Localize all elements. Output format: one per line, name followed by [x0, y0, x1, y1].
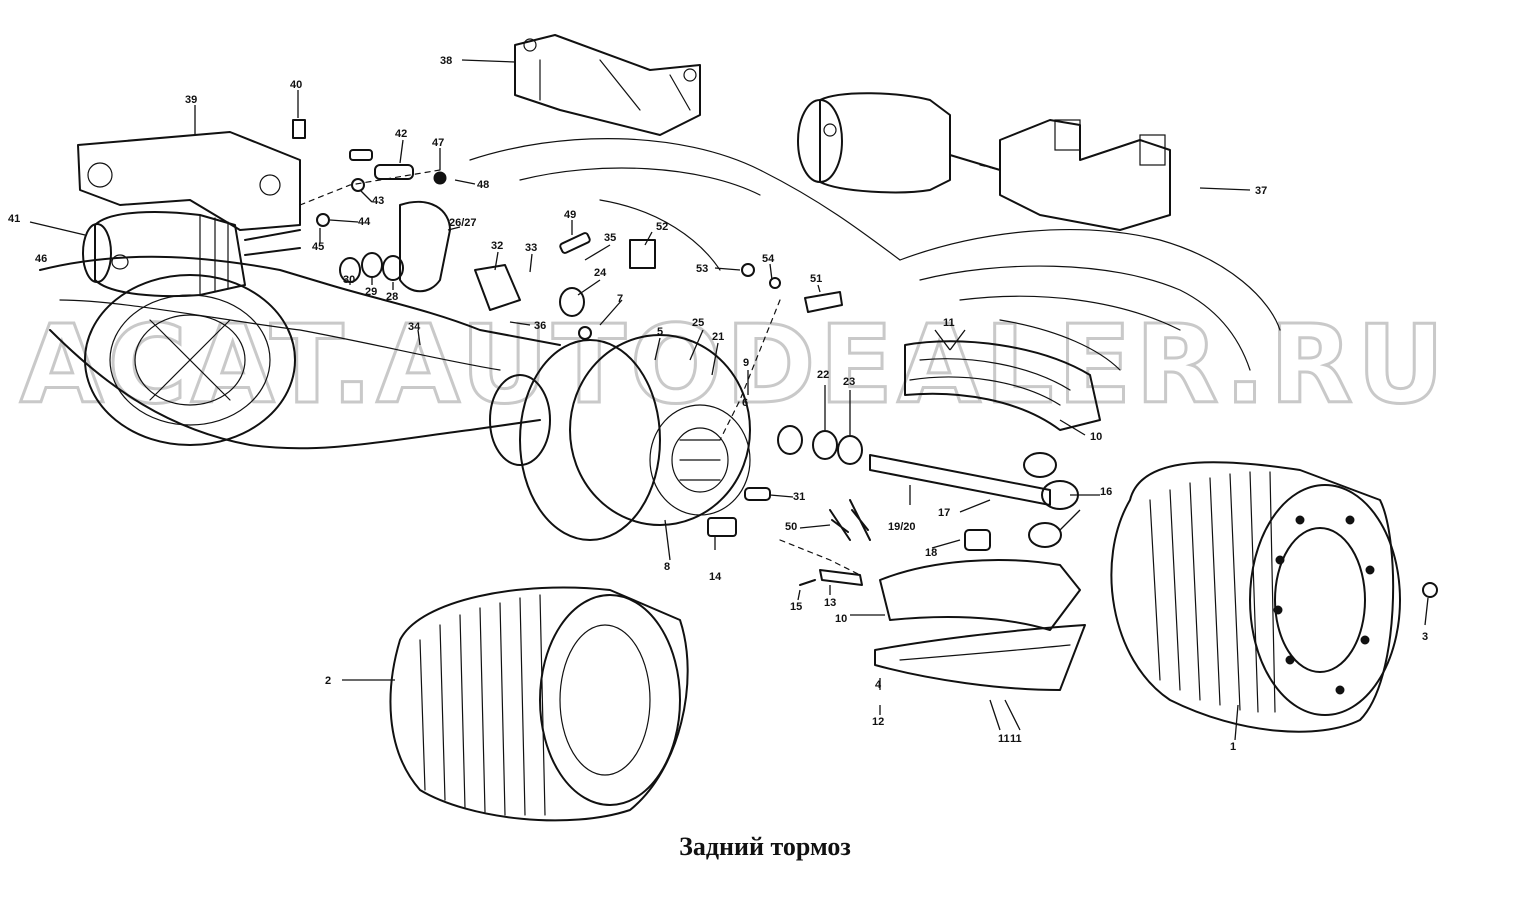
callout-44: 44 [358, 216, 371, 228]
axle-housing [39, 138, 1281, 450]
brake-drum-left [389, 586, 689, 822]
brake-chamber-right [797, 92, 1001, 194]
callout-6: 6 [742, 397, 748, 409]
callout-31: 31 [793, 491, 805, 503]
callout-14: 14 [709, 571, 722, 583]
callout-5: 5 [657, 326, 663, 338]
mounting-bracket-38 [514, 34, 701, 136]
callout-22: 22 [817, 369, 829, 381]
callout-33: 33 [525, 242, 537, 254]
callout-45: 45 [312, 241, 324, 253]
callout-4: 4 [875, 679, 882, 691]
mounting-bracket-37 [999, 119, 1171, 231]
callout-10b: 10 [835, 613, 847, 625]
callout-30: 30 [343, 274, 355, 286]
callout-8: 8 [664, 561, 670, 573]
mounting-bracket-39 [77, 131, 301, 231]
dashed-connections [299, 164, 1001, 576]
callout-25: 25 [692, 317, 704, 329]
callout-24: 24 [594, 267, 607, 279]
callout-54: 54 [762, 253, 775, 265]
callout-7: 7 [617, 293, 623, 305]
small-parts [292, 119, 1438, 598]
callout-29: 29 [365, 286, 377, 298]
callout-12: 12 [872, 716, 884, 728]
callout-11b: 11 [998, 733, 1010, 745]
callout-18: 18 [925, 547, 937, 559]
callout-15: 15 [790, 601, 802, 613]
callout-42: 42 [395, 128, 407, 140]
callout-28: 28 [386, 291, 398, 303]
callout-39: 39 [185, 94, 197, 106]
callout-17: 17 [938, 507, 950, 519]
callout-21: 21 [712, 331, 724, 343]
callout-19-20: 19/20 [888, 521, 916, 533]
callout-13: 13 [824, 597, 836, 609]
callout-16: 16 [1100, 486, 1112, 498]
callout-1: 1 [1230, 741, 1236, 753]
callout-11a: 11 [943, 317, 955, 329]
callout-49: 49 [564, 209, 576, 221]
callout-labels: 1 2 3 4 5 6 7 8 9 10 10 11 11 11 12 13 1… [8, 55, 1428, 753]
callout-38: 38 [440, 55, 452, 67]
callout-2: 2 [325, 675, 331, 687]
callout-9: 9 [743, 357, 749, 369]
brake-drum-right [1110, 461, 1401, 733]
watermark-text: ACAT.AUTODEALER.RU [20, 303, 1448, 428]
callout-43: 43 [372, 195, 384, 207]
callout-40: 40 [290, 79, 302, 91]
callout-50: 50 [785, 521, 797, 533]
brake-backing-plate-left [84, 274, 296, 446]
callout-26-27: 26/27 [449, 217, 477, 229]
callout-48: 48 [477, 179, 489, 191]
callout-47: 47 [432, 137, 444, 149]
brake-shoe-lower [874, 559, 1086, 691]
callout-10a: 10 [1090, 431, 1102, 443]
callout-37: 37 [1255, 185, 1267, 197]
brake-chamber-left [82, 211, 301, 298]
callout-52: 52 [656, 221, 668, 233]
brake-shoe-upper [904, 340, 1101, 431]
callout-36: 36 [534, 320, 546, 332]
callout-53: 53 [696, 263, 708, 275]
callout-32: 32 [491, 240, 503, 252]
callout-34: 34 [408, 321, 421, 333]
callout-leaders [29, 59, 1429, 741]
callout-35: 35 [604, 232, 616, 244]
callout-46: 46 [35, 253, 47, 265]
callout-11c: 11 [1010, 733, 1022, 745]
diagram-caption: Задний тормоз [679, 832, 851, 861]
callout-23: 23 [843, 376, 855, 388]
camshaft [869, 454, 1079, 510]
callout-41: 41 [8, 213, 20, 225]
callout-51: 51 [810, 273, 822, 285]
hub-assembly [489, 334, 751, 541]
callout-3: 3 [1422, 631, 1428, 643]
